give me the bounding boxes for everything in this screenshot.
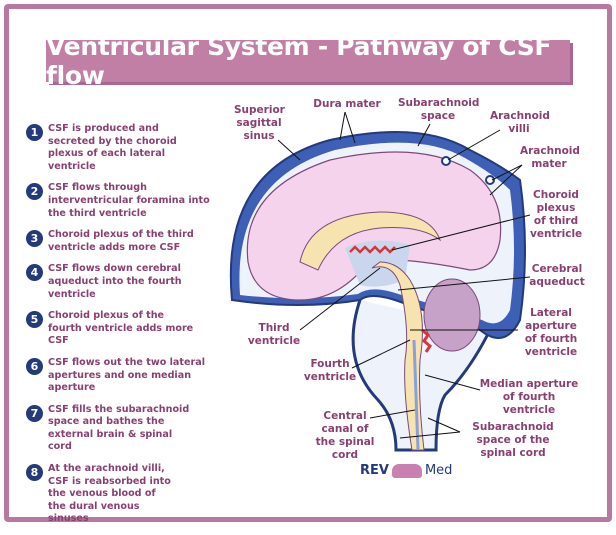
steps-list: 1 CSF is produced and secreted by the cho…: [26, 123, 231, 535]
step-text: Choroid plexus of the fourth ventricle a…: [48, 310, 194, 347]
label-fourth-ventricle: Fourth ventricle: [303, 358, 357, 383]
step-item: 2 CSF flows through interventricular fora…: [26, 182, 231, 220]
revmed-logo: REV Med: [360, 463, 452, 478]
page-title: Ventricular System - Pathway of CSF flow: [46, 32, 552, 90]
step-item: 1 CSF is produced and secreted by the cho…: [26, 123, 231, 173]
choroid-plexus-third: [349, 245, 396, 254]
label-median-aperture: Median aperture of fourth ventricle: [479, 378, 579, 416]
step-text: Choroid plexus of the third ventricle ad…: [48, 229, 194, 253]
step-item: 7 CSF fills the subarachnoid space and ba…: [26, 404, 231, 454]
step-text: CSF flows out the two lateral apertures …: [48, 356, 205, 394]
label-subarachnoid-spinal: Subarachnoid space of the spinal cord: [472, 421, 554, 459]
choroid-plexus-fourth: [421, 328, 432, 353]
central-canal: [412, 339, 420, 451]
leader-lines: [277, 111, 531, 439]
step-number-badge: 3: [26, 230, 43, 248]
logo-med-text: Med: [424, 463, 453, 478]
step-item: 4 CSF flows down cerebral aqueduct into t…: [26, 263, 231, 301]
step-item: 8 At the arachnoid villi, CSF is reabsorb…: [26, 463, 231, 526]
corpus-callosum: [299, 211, 442, 271]
step-text: CSF flows down cerebral aqueduct into th…: [48, 263, 182, 300]
label-subarachnoid-space: Subarachnoid space: [398, 97, 480, 122]
step-number-badge: 4: [26, 264, 43, 282]
label-dura-mater: Dura mater: [313, 98, 381, 110]
title-banner: Ventricular System - Pathway of CSF flow: [46, 32, 570, 90]
step-number-badge: 8: [26, 464, 43, 482]
label-central-canal: Central canal of the spinal cord: [315, 410, 375, 461]
step-item: 6 CSF flows out the two lateral apertures…: [26, 357, 231, 395]
step-item: 5 Choroid plexus of the fourth ventricle …: [26, 310, 231, 348]
step-text: CSF fills the subarachnoid space and bat…: [48, 403, 190, 453]
label-third-ventricle: Third ventricle: [247, 322, 301, 347]
cerebellum: [423, 278, 481, 352]
step-item: 3 Choroid plexus of the third ventricle a…: [26, 229, 231, 254]
label-choroid-plexus-third: Choroid plexus of third ventricle: [530, 189, 583, 240]
step-text: CSF flows through interventricular foram…: [48, 182, 210, 219]
arachnoid-villus: [485, 175, 495, 185]
step-number-badge: 2: [26, 183, 43, 201]
step-text: At the arachnoid villi, CSF is reabsorbe…: [48, 463, 171, 525]
label-arachnoid-villi: Arachnoid villi: [490, 110, 550, 135]
step-text: CSF is produced and secreted by the chor…: [48, 123, 177, 172]
logo-bus-icon: [391, 463, 422, 478]
step-number-badge: 6: [26, 357, 43, 375]
label-cerebral-aqueduct: Cerebral aqueduct: [529, 263, 585, 288]
step-number-badge: 7: [26, 404, 43, 422]
label-lateral-aperture: Lateral aperture of fourth ventricle: [524, 307, 578, 358]
logo-rev-text: REV: [360, 463, 389, 478]
step-number-badge: 1: [26, 124, 43, 141]
label-superior-sagittal-sinus: Superior sagittal sinus: [234, 104, 285, 142]
label-arachnoid-mater: Arachnoid mater: [520, 145, 580, 170]
step-number-badge: 5: [26, 311, 43, 329]
arachnoid-villus: [441, 156, 451, 166]
